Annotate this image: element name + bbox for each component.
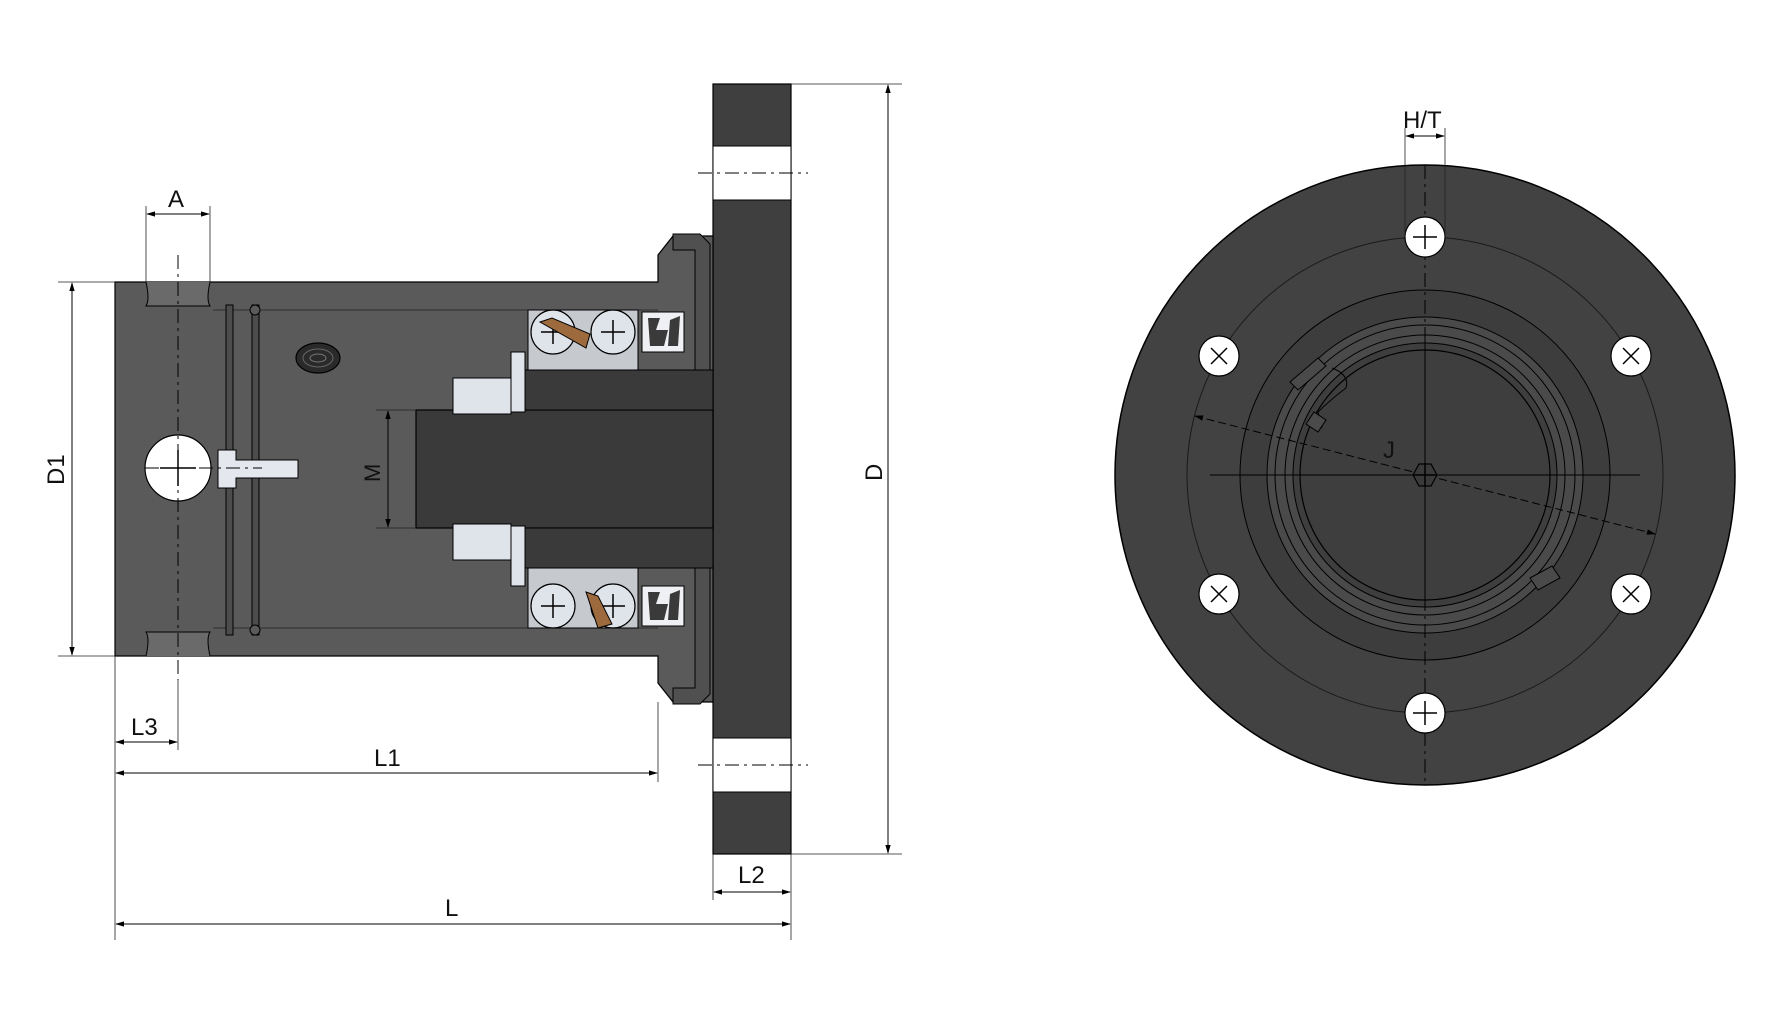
dim-label-L1: L1 — [374, 745, 401, 772]
dim-label-J: J — [1383, 437, 1395, 464]
retaining-clip — [1289, 357, 1327, 391]
grease-nipple-icon — [295, 342, 341, 374]
dim-label-A: A — [168, 186, 184, 213]
flange-plate — [712, 83, 792, 855]
lip-seal-bottom — [641, 585, 685, 627]
bushing-bottom-cap — [510, 525, 526, 587]
bushing-top — [452, 377, 512, 415]
set-screw — [217, 449, 299, 489]
dim-label-M: M — [360, 464, 385, 482]
lip-seal-top — [641, 311, 685, 353]
shaft — [415, 409, 714, 529]
bushing-bottom — [452, 523, 512, 561]
hex-nut-icon — [1412, 463, 1438, 487]
seal-element-top — [538, 317, 591, 349]
bolt-hole-crosshair-icon — [1198, 335, 1240, 377]
dim-label-L: L — [445, 895, 458, 922]
bolt-hole-crosshair-icon — [1610, 573, 1652, 615]
dim-label-D1: D1 — [43, 454, 70, 485]
bearing-ball-icon — [590, 309, 636, 355]
shaft-shoulder-top — [524, 369, 714, 411]
bearing-ball-icon — [530, 583, 576, 629]
dim-label-L2: L2 — [738, 862, 765, 889]
bushing-top-cap — [510, 351, 526, 413]
dim-label-D: D — [861, 464, 888, 481]
side-section-view: A D1 M D L3 L1 L2 L — [43, 83, 902, 940]
dim-label-HT: H/T — [1403, 107, 1442, 134]
seal-element-bottom — [585, 591, 613, 629]
bolt-hole-crosshair-icon — [1404, 692, 1446, 734]
bolt-hole-crosshair-icon — [1610, 335, 1652, 377]
bolt-hole-crosshair-icon — [1404, 216, 1446, 258]
dim-label-L3: L3 — [131, 714, 158, 741]
shaft-shoulder-bottom — [524, 527, 714, 569]
front-view: J — [1114, 107, 1736, 786]
bolt-hole-crosshair-icon — [1198, 573, 1240, 615]
